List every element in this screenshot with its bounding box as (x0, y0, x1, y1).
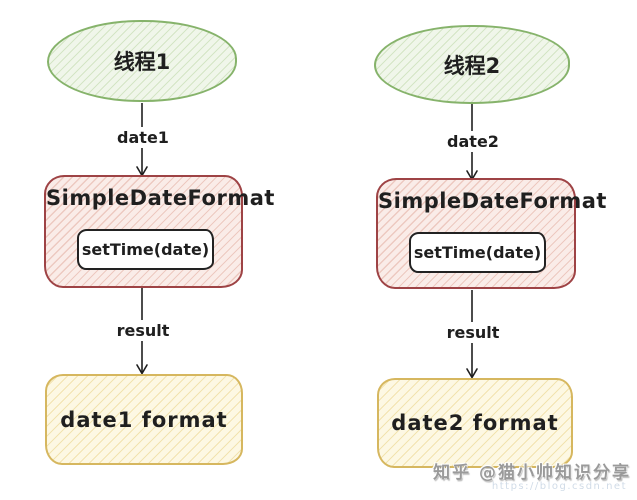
output-node-2: date2 format (377, 378, 573, 468)
arrow-label-result: result (433, 322, 513, 343)
processor-title: SimpleDateFormat (378, 189, 607, 213)
processor-title: SimpleDateFormat (46, 186, 275, 210)
thread1-label: 线程1 (113, 50, 171, 74)
method-label: setTime(date) (81, 240, 210, 259)
thread2-node: 线程2 (374, 25, 570, 104)
method-label: setTime(date) (413, 243, 542, 262)
watermark-url: https://blog.csdn.net (491, 481, 627, 492)
simpledateformat-node-2: SimpleDateFormat setTime(date) (376, 178, 607, 289)
output-label: date2 format (391, 411, 559, 435)
zhihu-watermark: 知乎 @猫小帅知识分享 (433, 463, 631, 483)
thread2-label: 线程2 (443, 53, 501, 78)
output-label: date1 format (60, 407, 228, 432)
method-node: setTime(date) (409, 232, 546, 273)
output-node-1: date1 format (45, 374, 243, 465)
simpledateformat-node-1: SimpleDateFormat setTime(date) (44, 175, 275, 288)
thread1-node: 线程1 (47, 20, 237, 102)
arrow-label-date2: date2 (433, 131, 513, 152)
method-node: setTime(date) (77, 229, 214, 270)
arrow-label-date1: date1 (103, 127, 183, 148)
arrow-label-result: result (103, 320, 183, 341)
